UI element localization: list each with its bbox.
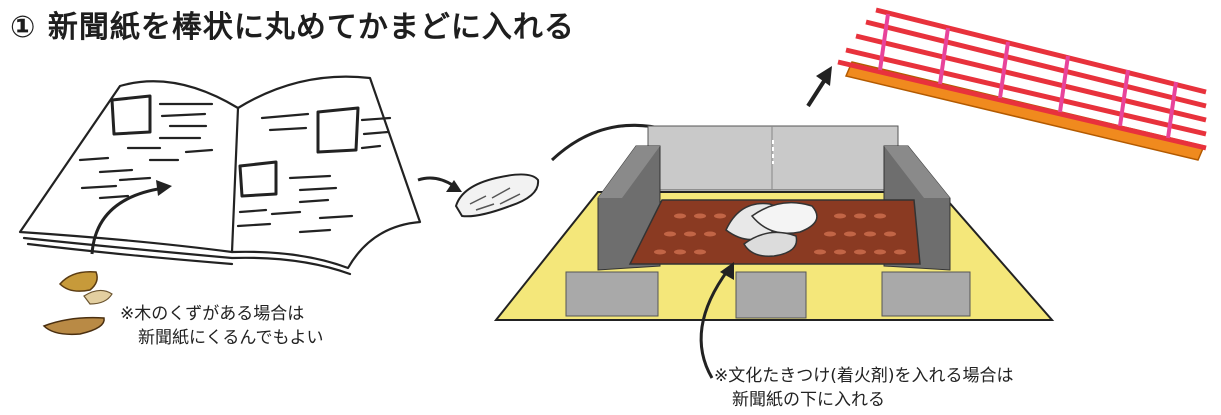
wood-chips-icon xyxy=(42,271,113,336)
firestarter-note: ※文化たきつけ(着火剤)を入れる場合は 新聞紙の下に入れる xyxy=(714,364,1014,412)
woodchips-note-line1: ※木のくずがある場合は xyxy=(120,304,305,324)
page-title: ① 新聞紙を棒状に丸めてかまどに入れる xyxy=(10,10,575,45)
wrap-arrow xyxy=(90,186,165,255)
stove-illustration xyxy=(493,125,1055,321)
grill-grate-illustration xyxy=(837,7,1207,161)
firestarter-arrow xyxy=(699,269,730,379)
step-arrow xyxy=(417,176,455,188)
firestarter-note-line1: ※文化たきつけ(着火剤)を入れる場合は xyxy=(714,366,1014,386)
grill-arrow xyxy=(806,76,828,108)
newspaper-illustration xyxy=(18,75,422,276)
woodchips-note-line2: 新聞紙にくるんでもよい xyxy=(138,328,324,348)
woodchips-note: ※木のくずがある場合は 新聞紙にくるんでもよい xyxy=(120,302,323,350)
firestarter-note-line2: 新聞紙の下に入れる xyxy=(732,390,885,410)
